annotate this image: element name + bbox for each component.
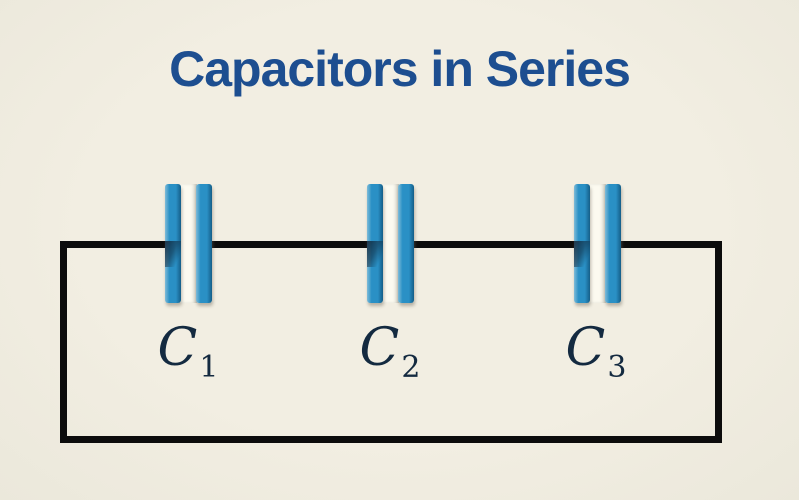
capacitor-symbol-c2 [367, 184, 414, 303]
capacitor-plate-left [367, 184, 383, 303]
capacitor-gap [589, 184, 606, 303]
capacitor-label-c3: C3 [546, 318, 646, 385]
capacitor-plate-right [398, 184, 414, 303]
wire-shadow [574, 241, 590, 267]
capacitor-plate-right [605, 184, 621, 303]
diagram-title: Capacitors in Series [169, 41, 631, 97]
capacitor-label-c2: C2 [340, 318, 440, 385]
label-subscript: 3 [607, 350, 627, 385]
capacitor-symbol-c3 [574, 184, 621, 303]
capacitor-gap [180, 184, 197, 303]
capacitor-plate-left [165, 184, 181, 303]
label-letter: C [359, 318, 400, 378]
capacitor-label-c1: C1 [138, 318, 238, 385]
label-letter: C [565, 318, 606, 378]
capacitor-plate-right [196, 184, 212, 303]
wire-shadow [165, 241, 181, 267]
capacitor-symbol-c1 [165, 184, 212, 303]
wire-shadow [367, 241, 383, 267]
label-letter: C [157, 318, 198, 378]
capacitor-gap [382, 184, 399, 303]
label-subscript: 1 [199, 350, 219, 385]
capacitor-plate-left [574, 184, 590, 303]
label-subscript: 2 [401, 350, 421, 385]
